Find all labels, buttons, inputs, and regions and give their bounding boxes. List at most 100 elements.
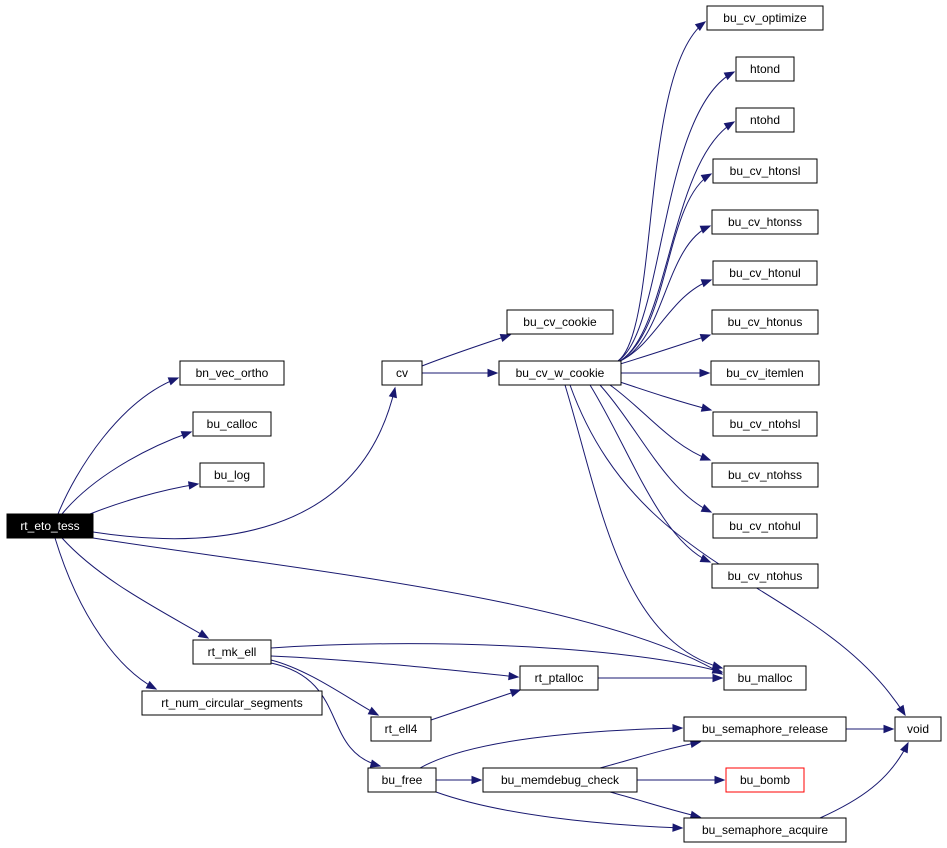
node-bu-bomb[interactable]: bu_bomb bbox=[725, 767, 805, 793]
arrowhead-icon bbox=[694, 21, 707, 32]
node-void[interactable]: void bbox=[894, 716, 942, 742]
edge-rt_eto_tess-to-bu_log bbox=[89, 481, 200, 515]
node-ntohd[interactable]: ntohd bbox=[735, 107, 795, 133]
edge-rt_eto_tess-to-bn_vec_ortho bbox=[57, 377, 180, 515]
node-box[interactable] bbox=[711, 309, 819, 335]
node-box[interactable] bbox=[894, 716, 942, 742]
node-box[interactable] bbox=[381, 360, 423, 386]
node-box[interactable] bbox=[506, 309, 614, 335]
node-bu-free[interactable]: bu_free bbox=[367, 767, 437, 793]
edge-rt_eto_tess-to-rt_num_circular_segments bbox=[54, 537, 158, 690]
node-box[interactable] bbox=[6, 513, 94, 539]
node-label: rt_num_circular_segments bbox=[161, 696, 302, 710]
node-bu-cv-htonul[interactable]: bu_cv_htonul bbox=[712, 260, 818, 286]
node-box[interactable] bbox=[141, 690, 323, 716]
node-label: rt_ell4 bbox=[385, 722, 418, 736]
edge-bu_cv_w_cookie-to-bu_cv_ntohus bbox=[589, 384, 712, 563]
arrowhead-icon bbox=[714, 775, 726, 785]
node-label: bu_semaphore_release bbox=[702, 722, 828, 736]
edge-rt_mk_ell-to-rt_ell4 bbox=[270, 659, 380, 716]
node-box[interactable] bbox=[192, 639, 272, 665]
node-bu-malloc[interactable]: bu_malloc bbox=[723, 665, 807, 691]
node-box[interactable] bbox=[725, 767, 805, 793]
node-bu-log[interactable]: bu_log bbox=[199, 462, 265, 488]
edge-bu_cv_w_cookie-to-bu_cv_optimize bbox=[617, 21, 707, 362]
node-box[interactable] bbox=[735, 107, 795, 133]
node-box[interactable] bbox=[199, 462, 265, 488]
arrowhead-icon bbox=[700, 279, 713, 288]
node-box[interactable] bbox=[712, 260, 818, 286]
node-box[interactable] bbox=[498, 360, 622, 386]
node-bu-cv-ntohul[interactable]: bu_cv_ntohul bbox=[712, 513, 818, 539]
edge-rt_eto_tess-to-rt_mk_ell bbox=[61, 537, 210, 639]
node-bu-memdebug-check[interactable]: bu_memdebug_check bbox=[482, 767, 638, 793]
edge-cv-to-bu_cv_w_cookie bbox=[422, 368, 499, 378]
edge-rt_eto_tess-to-bu_malloc bbox=[92, 537, 724, 675]
arrowhead-icon bbox=[896, 704, 906, 717]
node-box[interactable] bbox=[706, 5, 824, 31]
node-box[interactable] bbox=[711, 462, 819, 488]
node-box[interactable] bbox=[683, 716, 847, 742]
node-label: rt_eto_tess bbox=[20, 519, 79, 533]
arrowhead-icon bbox=[672, 823, 684, 832]
node-box[interactable] bbox=[735, 56, 795, 82]
node-bu-cv-optimize[interactable]: bu_cv_optimize bbox=[706, 5, 824, 31]
node-box[interactable] bbox=[367, 767, 437, 793]
node-bu-cv-htonsl[interactable]: bu_cv_htonsl bbox=[712, 158, 818, 184]
node-rt-mk-ell[interactable]: rt_mk_ell bbox=[192, 639, 272, 665]
node-bu-calloc[interactable]: bu_calloc bbox=[192, 411, 272, 437]
edge-bu_semaphore_acquire-to-void bbox=[819, 741, 909, 819]
node-box[interactable] bbox=[712, 158, 818, 184]
arrowhead-icon bbox=[699, 225, 712, 234]
node-label: bu_bomb bbox=[740, 773, 790, 787]
node-bn-vec-ortho[interactable]: bn_vec_ortho bbox=[179, 360, 285, 386]
node-box[interactable] bbox=[192, 411, 272, 437]
node-box[interactable] bbox=[723, 665, 807, 691]
node-box[interactable] bbox=[711, 563, 819, 589]
node-rt-ell4[interactable]: rt_ell4 bbox=[370, 716, 432, 742]
arrowhead-icon bbox=[369, 759, 382, 768]
arrowhead-icon bbox=[499, 333, 512, 343]
node-box[interactable] bbox=[711, 209, 819, 235]
arrowhead-icon bbox=[509, 688, 522, 698]
node-rt-eto-tess[interactable]: rt_eto_tess bbox=[6, 513, 94, 539]
edge-bu_semaphore_release-to-void bbox=[846, 724, 895, 734]
edge-rt_eto_tess-to-bu_calloc bbox=[61, 431, 193, 515]
edge-rt_mk_ell-to-rt_ptalloc bbox=[270, 655, 520, 681]
node-box[interactable] bbox=[179, 360, 285, 386]
edge-bu_cv_w_cookie-to-bu_cv_htonul bbox=[619, 279, 713, 362]
node-box[interactable] bbox=[482, 767, 638, 793]
node-bu-cv-htonss[interactable]: bu_cv_htonss bbox=[711, 209, 819, 235]
node-label: bu_calloc bbox=[207, 417, 258, 431]
node-bu-cv-ntohus[interactable]: bu_cv_ntohus bbox=[711, 563, 819, 589]
node-bu-cv-itemlen[interactable]: bu_cv_itemlen bbox=[710, 360, 820, 386]
node-rt-num-circular-segments[interactable]: rt_num_circular_segments bbox=[141, 690, 323, 716]
node-bu-cv-w-cookie[interactable]: bu_cv_w_cookie bbox=[498, 360, 622, 386]
arrowhead-icon bbox=[699, 452, 712, 461]
node-box[interactable] bbox=[712, 411, 818, 437]
edge-bu_cv_w_cookie-to-bu_cv_htonss bbox=[619, 225, 712, 362]
node-box[interactable] bbox=[370, 716, 432, 742]
node-label: bu_free bbox=[382, 773, 423, 787]
node-label: bu_cv_ntohul bbox=[729, 519, 800, 533]
edge-bu_free-to-bu_semaphore_release bbox=[419, 723, 684, 769]
node-bu-cv-cookie[interactable]: bu_cv_cookie bbox=[506, 309, 614, 335]
node-htond[interactable]: htond bbox=[735, 56, 795, 82]
node-label: bu_cv_itemlen bbox=[726, 366, 803, 380]
node-bu-cv-htonus[interactable]: bu_cv_htonus bbox=[711, 309, 819, 335]
node-cv[interactable]: cv bbox=[381, 360, 423, 386]
node-bu-semaphore-release[interactable]: bu_semaphore_release bbox=[683, 716, 847, 742]
node-box[interactable] bbox=[683, 817, 847, 843]
edge-rt_ptalloc-to-bu_malloc bbox=[598, 673, 724, 683]
node-label: bu_cv_w_cookie bbox=[516, 366, 605, 380]
node-bu-cv-ntohss[interactable]: bu_cv_ntohss bbox=[711, 462, 819, 488]
node-box[interactable] bbox=[712, 513, 818, 539]
node-box[interactable] bbox=[519, 665, 599, 691]
node-rt-ptalloc[interactable]: rt_ptalloc bbox=[519, 665, 599, 691]
node-box[interactable] bbox=[710, 360, 820, 386]
node-bu-cv-ntohsl[interactable]: bu_cv_ntohsl bbox=[712, 411, 818, 437]
arrowhead-icon bbox=[187, 481, 200, 490]
arrowhead-icon bbox=[471, 775, 483, 785]
arrowhead-icon bbox=[487, 368, 499, 378]
node-bu-semaphore-acquire[interactable]: bu_semaphore_acquire bbox=[683, 817, 847, 843]
